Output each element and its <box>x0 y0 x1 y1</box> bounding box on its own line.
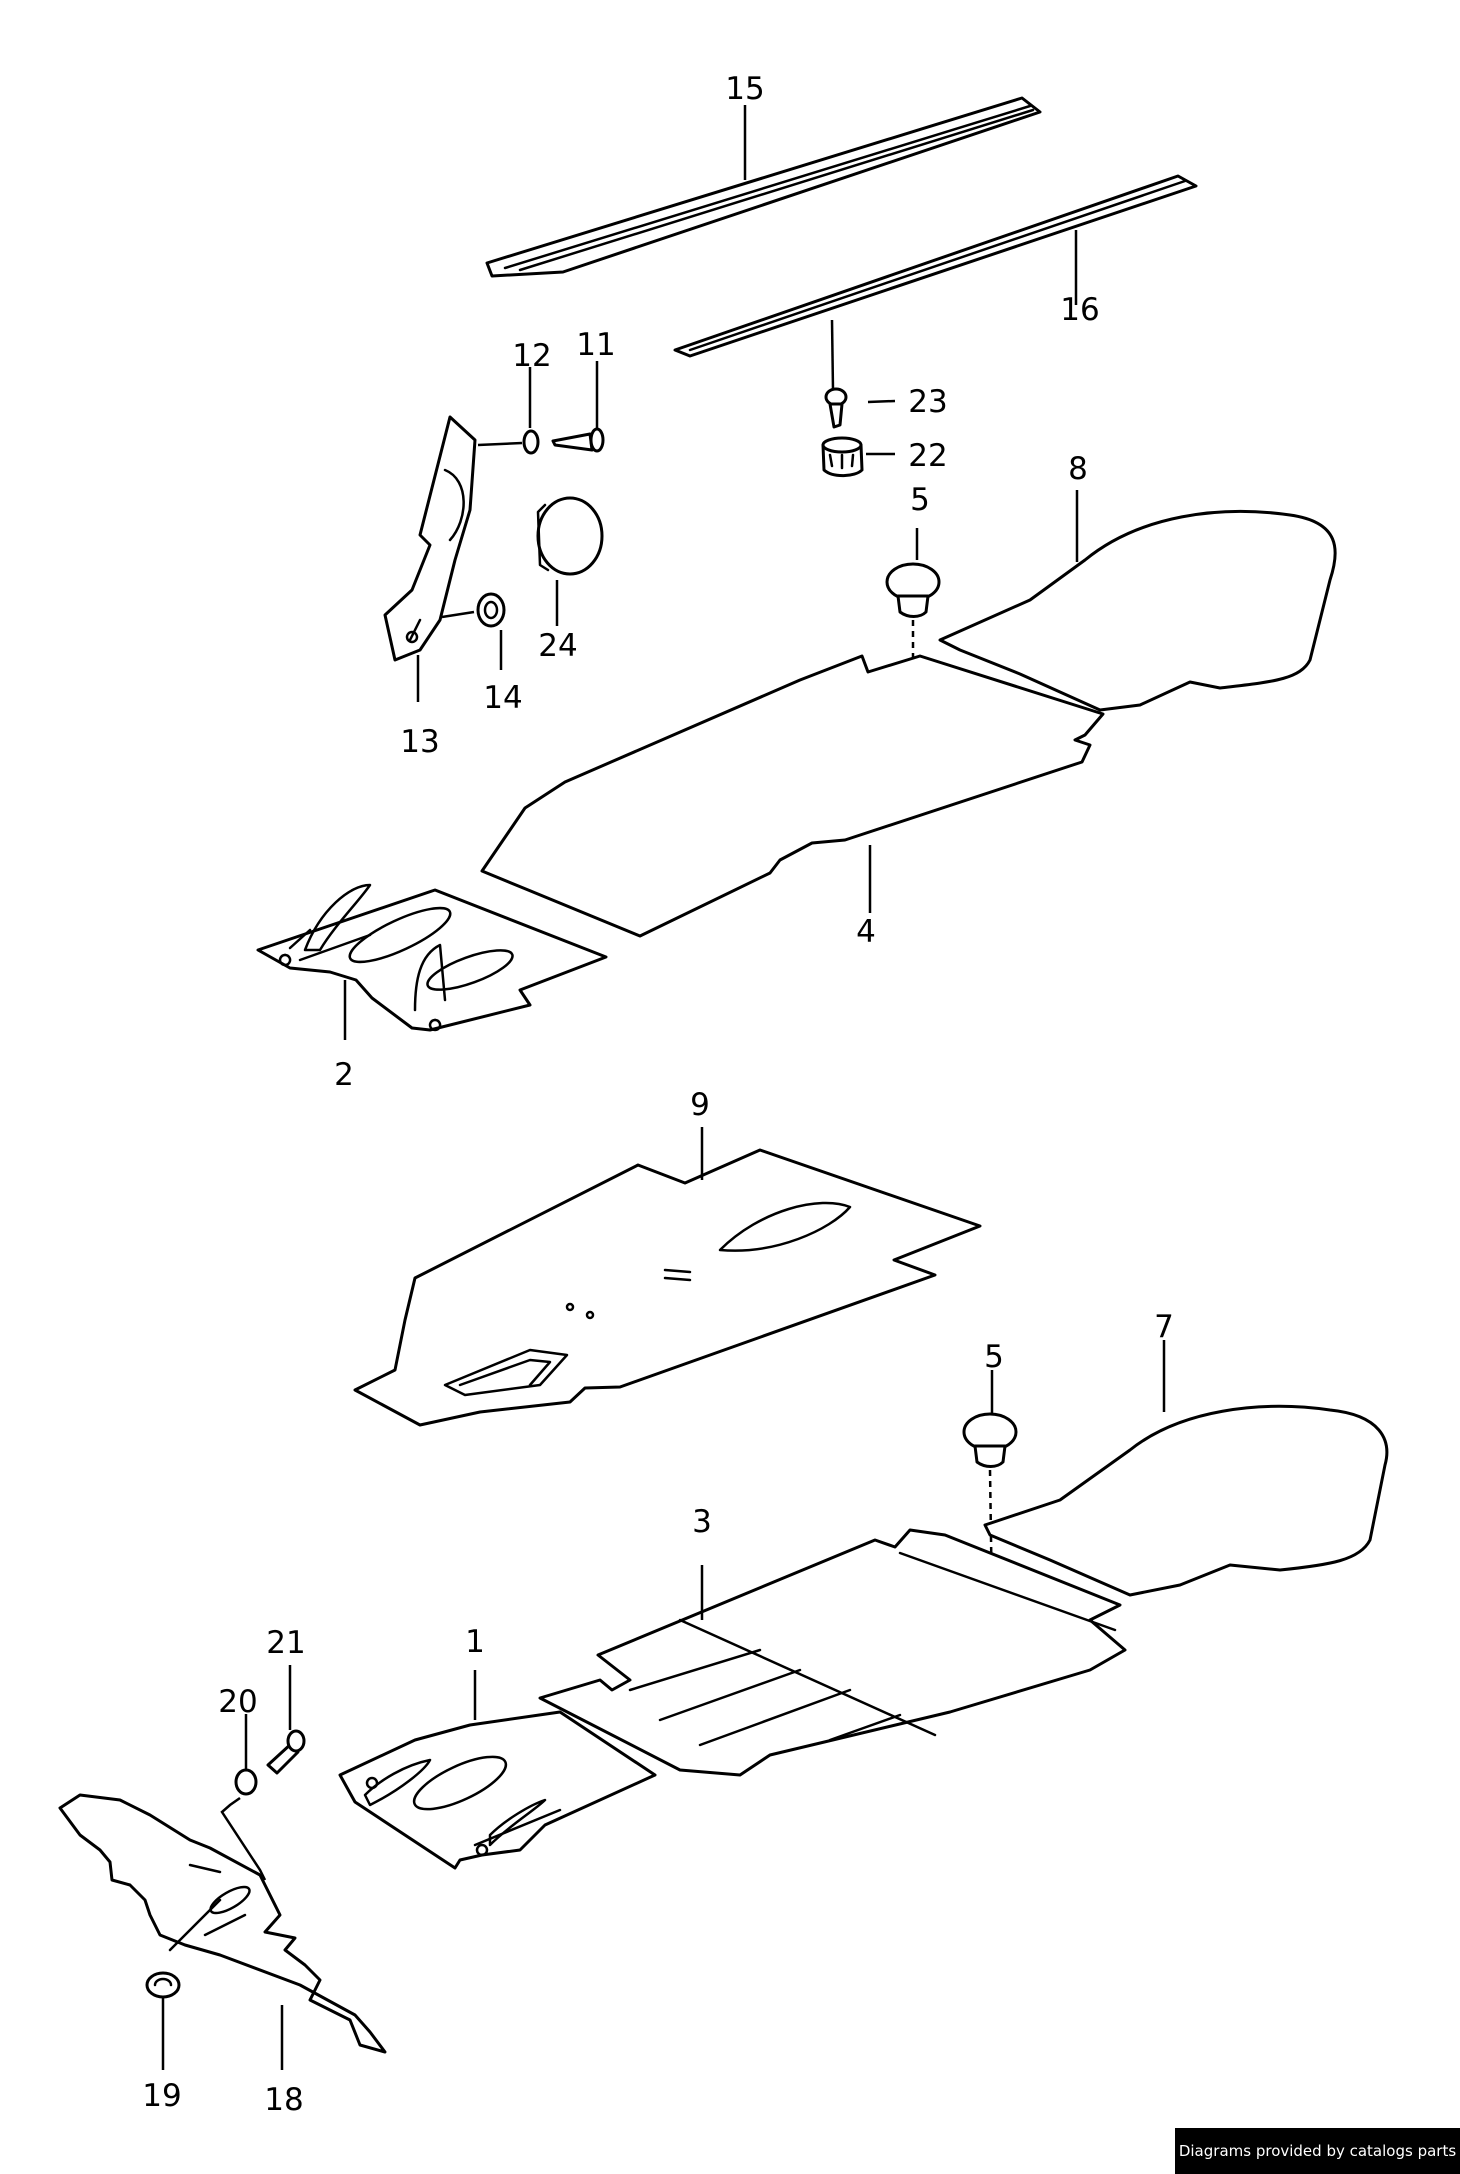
callout-1: 1 <box>465 1624 485 1660</box>
callout-23: 23 <box>908 384 947 420</box>
callout-19: 19 <box>142 2078 181 2114</box>
part-15-sill-strip <box>485 96 1042 278</box>
callout-11: 11 <box>576 327 615 363</box>
callout-16: 16 <box>1060 292 1099 328</box>
callout-12: 12 <box>512 338 551 374</box>
callout-22: 22 <box>908 438 947 474</box>
callout-5-upper: 5 <box>910 482 930 518</box>
part-22-grommet <box>821 436 864 478</box>
callout-21: 21 <box>266 1625 305 1661</box>
part-9-floor-mat <box>353 1148 982 1427</box>
callout-3: 3 <box>692 1504 712 1540</box>
part-1-front-mat <box>338 1710 657 1870</box>
part-24-cover <box>536 496 604 576</box>
callout-15: 15 <box>725 71 764 107</box>
part-12-washer <box>522 429 540 455</box>
part-20-washer <box>234 1768 258 1796</box>
callout-13: 13 <box>400 724 439 760</box>
part-2-front-mat <box>256 883 608 1032</box>
part-4-floor-mat <box>480 654 1105 938</box>
part-18-footrest <box>58 1793 387 2054</box>
callout-24: 24 <box>538 628 577 664</box>
leader-lines <box>161 105 1166 2070</box>
part-7-mat-pad <box>983 1404 1389 1597</box>
part-8-mat-pad <box>938 510 1337 712</box>
callout-5-lower: 5 <box>984 1339 1004 1375</box>
part-16-sill-strip <box>673 174 1198 358</box>
part-19-clip <box>145 1971 181 1999</box>
callout-9: 9 <box>690 1087 710 1123</box>
callout-20: 20 <box>218 1684 257 1720</box>
part-11-screw <box>551 427 605 453</box>
part-3-floor-mat <box>538 1528 1127 1777</box>
callout-2: 2 <box>334 1057 354 1093</box>
diagram-credit: Diagrams provided by catalogs parts <box>1175 2128 1460 2174</box>
callout-4: 4 <box>856 914 876 950</box>
callout-14: 14 <box>483 680 522 716</box>
part-14-nut <box>476 592 506 628</box>
callout-7: 7 <box>1154 1309 1174 1345</box>
part-13-bracket <box>383 415 477 662</box>
callout-18: 18 <box>264 2082 303 2118</box>
part-21-screw <box>266 1729 306 1775</box>
callout-labels: 1 2 3 4 5 5 7 8 9 11 12 13 14 15 16 18 1… <box>142 71 1174 2118</box>
part-23-screw <box>824 387 848 429</box>
callout-8: 8 <box>1068 451 1088 487</box>
